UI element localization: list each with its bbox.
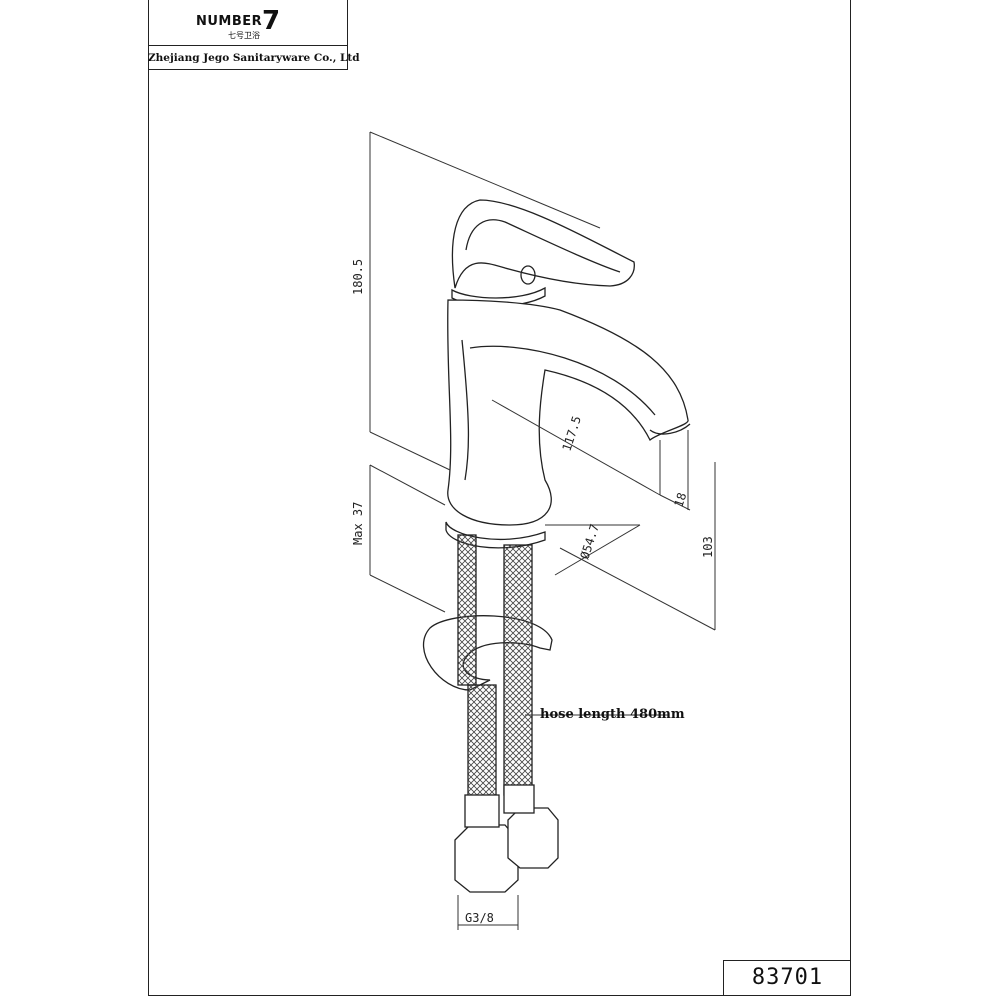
faucet-body [447, 299, 689, 526]
dim-overall-height: 180.5 [351, 259, 365, 295]
mounting-washer [423, 615, 553, 691]
handle-pivot [520, 265, 536, 285]
drawing-sheet-frame [148, 0, 851, 996]
model-number: 83701 [723, 960, 851, 996]
note-hose-length: hose length 480mm [540, 707, 685, 722]
company-name: Zhejiang Jego Sanitaryware Co., Ltd [148, 52, 360, 64]
dim-hose-thread: G3/8 [465, 911, 494, 925]
dim-max-deck: Max 37 [351, 502, 365, 545]
hose-nut-right [507, 807, 559, 869]
body-inner-contour [461, 339, 470, 481]
dim-spout-height: 103 [701, 536, 715, 558]
logo-number: 7 [262, 6, 281, 36]
dim-spout-outlet: 18 [672, 491, 690, 509]
hose-ferrule-right [503, 784, 535, 814]
hose-ferrule-left [464, 794, 500, 828]
logo-subtitle: 七号卫浴 [228, 31, 260, 40]
title-block: NUMBER 7 七号卫浴 Zhejiang Jego Sanitaryware… [148, 0, 360, 70]
dim-spout-reach: 117.5 [560, 414, 584, 453]
logo-area: NUMBER 7 七号卫浴 [148, 0, 347, 46]
handle-inner-contour [465, 219, 621, 273]
faucet-handle [451, 199, 635, 289]
threaded-shank [457, 534, 477, 686]
spout-inner-contour [469, 345, 656, 416]
logo-word: NUMBER [196, 14, 263, 29]
hose-right [503, 544, 533, 796]
dim-base-diameter: Ø54.7 [578, 522, 602, 561]
hose-left [467, 684, 497, 806]
spout-outlet [649, 423, 691, 435]
